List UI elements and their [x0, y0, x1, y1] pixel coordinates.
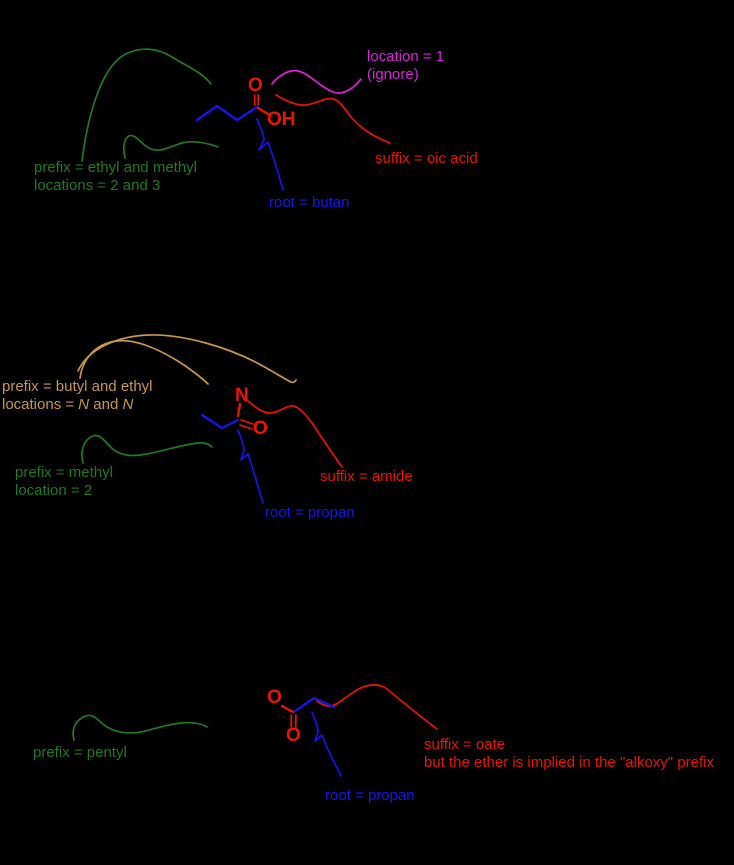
amide-locants-text: locations =: [2, 396, 79, 413]
acid-prefix-annotation-squiggle: [122, 134, 219, 159]
acid-location-annotation-squiggle: [271, 69, 362, 94]
amide-prefix2-label: prefix = methyl location = 2: [15, 464, 113, 500]
amide-suffix-annotation-curve: [247, 400, 343, 468]
acid-structure-group: [81, 48, 391, 191]
amide-locants-and: and: [89, 396, 123, 413]
acid-location-line2: (ignore): [367, 66, 419, 83]
ester-co-double-bond: [290, 714, 297, 728]
amide-locant-n1: N: [78, 396, 90, 413]
ester-root-label: root = propan: [325, 787, 415, 804]
amide-carbon-chain-bonds: [200, 413, 240, 430]
ester-prefix-annotation-squiggle: [72, 714, 208, 741]
ester-root-annotation-curve: [311, 711, 342, 777]
acid-location-line1: location = 1: [367, 48, 445, 65]
acid-carbonyl-oxygen-label: O: [248, 75, 263, 96]
ester-carbon-chain-bonds: [293, 696, 336, 713]
amide-suffix-label: suffix = amide: [320, 468, 413, 485]
amide-prefix1-line2: locations = N and N: [2, 396, 153, 414]
amide-prefix1-label: prefix = butyl and ethyl locations = N a…: [2, 378, 153, 414]
ester-prefix-label: prefix = pentyl: [33, 744, 127, 761]
acid-location-note: location = 1 (ignore): [367, 48, 444, 84]
ester-oxygen-label: O: [267, 687, 282, 708]
amide-root-label: root = propan: [265, 504, 355, 521]
acid-root-annotation-curve: [256, 118, 284, 191]
acid-root-label: root = butan: [269, 194, 350, 211]
ester-o-c-bond: [280, 704, 295, 714]
acid-prefix-line1: prefix = ethyl and methyl: [34, 159, 198, 176]
acid-hydroxyl-label: OH: [267, 109, 296, 130]
amide-prefix2-annotation-squiggle: [81, 434, 213, 464]
amide-root-annotation-curve: [237, 429, 264, 504]
acid-prefix-line2: locations = 2 and 3: [34, 177, 161, 194]
acid-prefix-label: prefix = ethyl and methyl locations = 2 …: [34, 159, 197, 195]
ester-structure-group: [72, 683, 438, 777]
acid-c-oh-bond: [256, 106, 270, 116]
ester-suffix-line1: suffix = oate: [424, 736, 506, 753]
amide-locant-n2: N: [122, 396, 134, 413]
amide-n-c-bond: [236, 402, 242, 418]
ester-suffix-label: suffix = oate but the ether is implied i…: [424, 736, 714, 772]
amide-prefix2-line2: location = 2: [15, 482, 93, 499]
amide-prefix1-annotation-arc-outer: [77, 334, 297, 384]
ester-suffix-line2: but the ether is implied in the "alkoxy"…: [424, 754, 714, 771]
amide-co-double-bond: [239, 419, 254, 430]
amide-prefix2-line1: prefix = methyl: [15, 464, 113, 481]
acid-suffix-annotation-curve: [275, 94, 391, 144]
amide-carbonyl-oxygen-label: O: [253, 418, 268, 439]
acid-co-double-bond: [253, 94, 260, 106]
ester-carbonyl-oxygen-label: O: [286, 725, 301, 746]
amide-nitrogen-label: N: [235, 385, 249, 406]
acid-suffix-label: suffix = oic acid: [375, 150, 478, 167]
acid-carbon-chain-bonds: [195, 104, 259, 122]
amide-structure-group: [77, 334, 343, 504]
amide-prefix1-line1: prefix = butyl and ethyl: [2, 378, 153, 395]
acid-prefix-annotation-arc: [81, 48, 212, 162]
